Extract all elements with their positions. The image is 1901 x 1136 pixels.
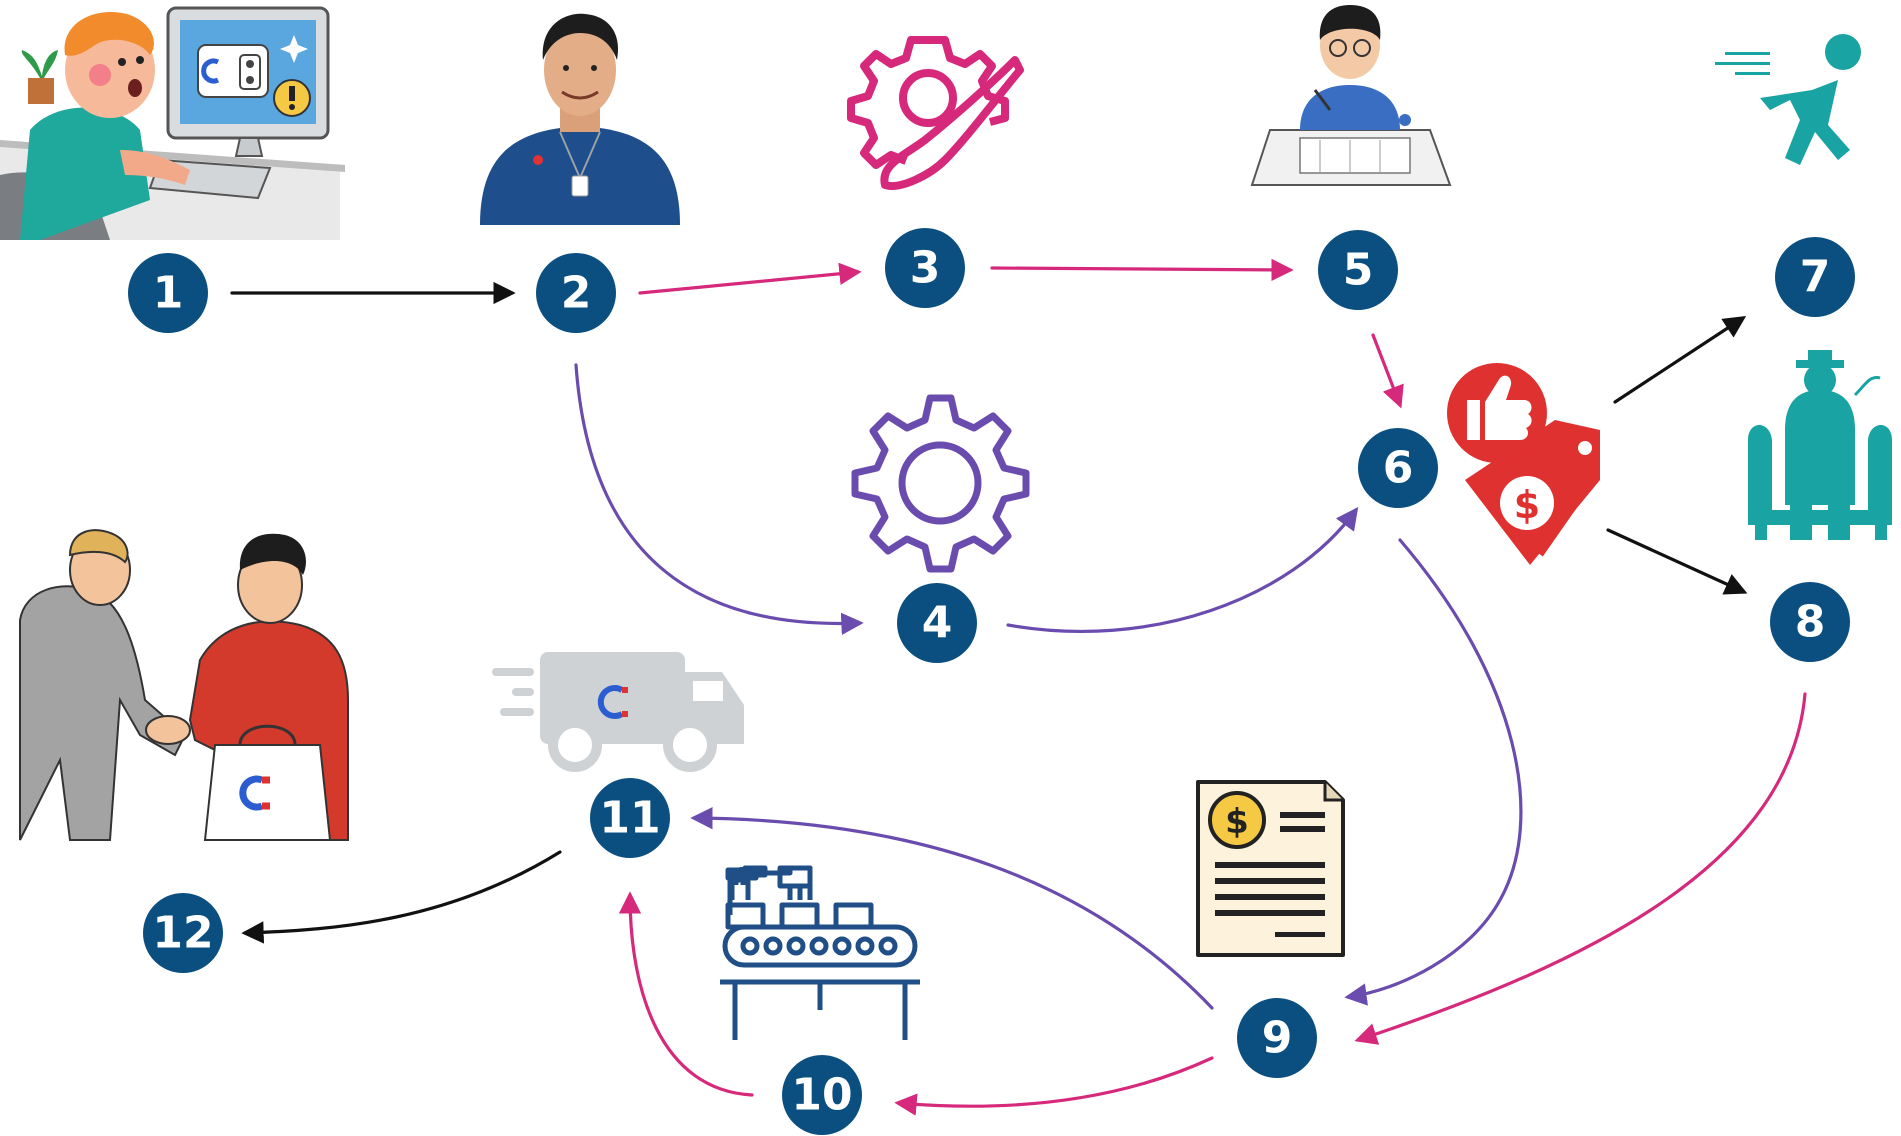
svg-text:$: $ bbox=[1514, 483, 1540, 527]
step-node-4[interactable]: 4 bbox=[897, 583, 977, 663]
step-label-7: 7 bbox=[1800, 252, 1831, 303]
step-label-8: 8 bbox=[1795, 597, 1826, 648]
step-label-3: 3 bbox=[910, 243, 941, 294]
step-label-11: 11 bbox=[599, 793, 660, 844]
step-label-6: 6 bbox=[1383, 443, 1414, 494]
step-label-2: 2 bbox=[561, 268, 592, 319]
svg-text:$: $ bbox=[1225, 802, 1249, 842]
step-node-1[interactable]: 1 bbox=[128, 253, 208, 333]
edge-11-12 bbox=[241, 850, 562, 944]
boss-in-armchair-icon bbox=[1748, 350, 1892, 540]
edge-3-5 bbox=[990, 258, 1294, 282]
invoice-dollar-document-icon: $ bbox=[1196, 780, 1345, 957]
gear-with-paintbrush-icon bbox=[847, 36, 1024, 190]
step-label-5: 5 bbox=[1343, 245, 1374, 296]
designer-drawing-at-desk-icon bbox=[1250, 5, 1452, 186]
step-node-9[interactable]: 9 bbox=[1237, 998, 1317, 1078]
edge-2-4 bbox=[574, 363, 864, 635]
step-node-3[interactable]: 3 bbox=[885, 228, 965, 308]
step-label-9: 9 bbox=[1262, 1013, 1293, 1064]
edge-6-9 bbox=[1344, 538, 1523, 1006]
thumbs-up-and-price-tag-icon: $ bbox=[1447, 363, 1600, 565]
handshake-with-shopping-bag-icon bbox=[19, 529, 349, 841]
edge-9-10 bbox=[894, 1056, 1214, 1116]
nodes-layer: 1 2 3 4 5 6 7 8 9 10 11 12 bbox=[128, 228, 1855, 1135]
edge-4-6 bbox=[1006, 506, 1359, 633]
step-node-7[interactable]: 7 bbox=[1775, 237, 1855, 317]
edge-6-7 bbox=[1613, 315, 1747, 404]
running-person-icon bbox=[1715, 34, 1861, 165]
gear-icon bbox=[851, 394, 1030, 573]
step-label-10: 10 bbox=[791, 1070, 852, 1121]
surprised-customer-at-computer-icon bbox=[0, 0, 345, 240]
edges-layer bbox=[230, 258, 1807, 1116]
edge-10-11 bbox=[618, 891, 754, 1097]
step-label-1: 1 bbox=[153, 268, 184, 319]
step-label-4: 4 bbox=[922, 598, 953, 649]
edge-2-3 bbox=[638, 262, 862, 295]
step-node-11[interactable]: 11 bbox=[590, 778, 670, 858]
smiling-agent-with-badge-icon bbox=[480, 13, 680, 225]
edge-8-9 bbox=[1354, 692, 1807, 1045]
delivery-truck-icon bbox=[492, 652, 744, 772]
edge-6-8 bbox=[1606, 528, 1748, 595]
step-node-8[interactable]: 8 bbox=[1770, 582, 1850, 662]
edge-5-6 bbox=[1371, 333, 1404, 409]
step-node-6[interactable]: 6 bbox=[1358, 428, 1438, 508]
step-node-10[interactable]: 10 bbox=[782, 1055, 862, 1135]
edge-9-11 bbox=[690, 806, 1214, 1010]
conveyor-factory-icon bbox=[720, 865, 920, 1040]
step-node-2[interactable]: 2 bbox=[536, 253, 616, 333]
step-node-5[interactable]: 5 bbox=[1318, 230, 1398, 310]
step-label-12: 12 bbox=[152, 908, 213, 959]
step-node-12[interactable]: 12 bbox=[143, 893, 223, 973]
